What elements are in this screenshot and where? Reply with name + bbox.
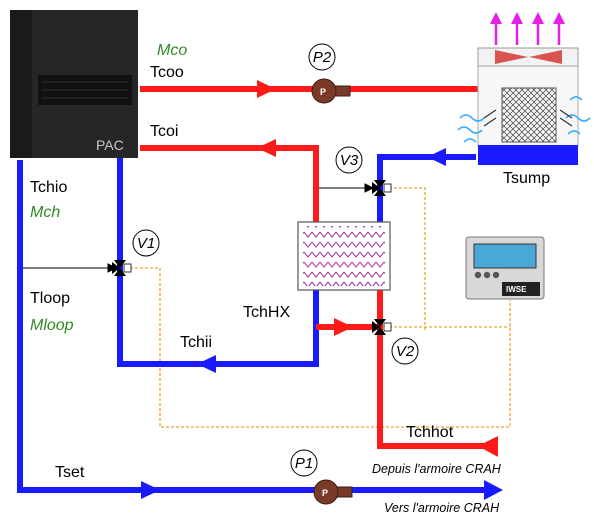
label-tsump: Tsump — [503, 170, 550, 187]
iwse-label: IWSE — [506, 285, 527, 294]
tower-fill-media — [501, 87, 557, 143]
tower-fan-icon — [495, 50, 528, 64]
valve-id-v3: V3 — [335, 146, 363, 174]
svg-text:P2: P2 — [313, 49, 332, 66]
svg-text:P1: P1 — [295, 455, 313, 472]
flow-arrows — [141, 80, 503, 500]
label-from-crah: Depuis l'armoire CRAH — [372, 462, 502, 476]
arrow-tset — [141, 481, 160, 499]
label-tloop: Tloop — [30, 290, 70, 307]
chiller-unit: PAC — [10, 10, 138, 158]
arrow-to-crah — [484, 480, 503, 500]
svg-text:V1: V1 — [137, 235, 155, 252]
label-mch: Mch — [30, 204, 60, 221]
pipe-sump-return — [377, 154, 476, 222]
arrow-sump-return — [427, 148, 446, 166]
label-tchii: Tchii — [180, 334, 212, 351]
iwse-screen — [473, 243, 537, 269]
valve-v2[interactable] — [372, 319, 392, 335]
control-lines — [130, 187, 511, 428]
label-mco: Mco — [157, 42, 187, 59]
cooling-tower — [457, 12, 591, 165]
heat-exchanger — [297, 221, 391, 291]
svg-text:V3: V3 — [340, 152, 359, 169]
pump-p1-letter: P — [322, 488, 328, 498]
pipe-condenser-in — [140, 145, 319, 222]
spray-icon — [457, 96, 591, 143]
valve-v1[interactable] — [112, 260, 132, 276]
arrow-tcoo — [257, 80, 276, 98]
label-tchhot: Tchhot — [406, 424, 454, 441]
label-tchio: Tchio — [30, 179, 67, 196]
pump-p1[interactable]: P — [313, 479, 353, 505]
pump-id-p1: P1 — [290, 449, 318, 477]
label-to-crah: Vers l'armoire CRAH — [384, 501, 500, 515]
pipe-chio-loop — [117, 158, 319, 367]
svg-text:V2: V2 — [396, 343, 415, 360]
arrow-chhot-end — [478, 436, 498, 457]
arrow-tcoi — [257, 139, 276, 157]
tower-sump — [478, 145, 578, 165]
exhaust-air-arrows — [490, 12, 565, 45]
label-tcoo: Tcoo — [150, 64, 184, 81]
pump-id-p2: P2 — [308, 43, 336, 71]
control-line-v3 — [389, 187, 426, 330]
label-tset: Tset — [55, 464, 85, 481]
label-mloop: Mloop — [30, 317, 74, 334]
pump-p2-letter: P — [320, 87, 326, 97]
iwse-controller: IWSE — [465, 236, 545, 300]
label-tcoi: Tcoi — [150, 123, 178, 140]
valve-id-v2: V2 — [391, 337, 419, 365]
pump-p2[interactable]: P — [311, 78, 351, 104]
chiller-label: PAC — [96, 137, 124, 153]
label-tchhx: TchHX — [243, 304, 290, 321]
arrow-hx-hot — [334, 318, 353, 336]
arrow-tchii — [197, 355, 216, 373]
valve-id-v1: V1 — [132, 229, 160, 257]
control-line-v1 — [130, 267, 511, 428]
valve-v3[interactable] — [372, 180, 392, 196]
pipe-crah-hot — [377, 290, 486, 449]
